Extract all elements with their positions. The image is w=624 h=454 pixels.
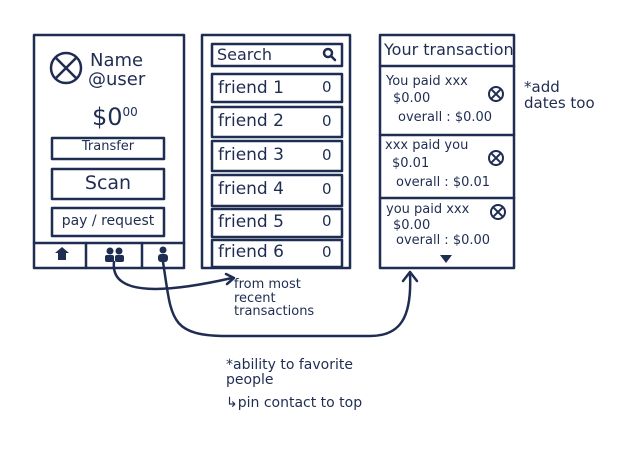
balance: $000 (92, 103, 138, 131)
scan-button[interactable]: Scan (84, 172, 132, 194)
friend-item-4[interactable]: friend 4 (218, 179, 284, 199)
friend-count-1: 0 (322, 78, 332, 96)
search-box (210, 42, 344, 68)
friend-item-2[interactable]: friend 2 (218, 111, 284, 131)
screen3-frame (378, 33, 516, 270)
friend-count-5: 0 (322, 212, 332, 230)
scroll-down-icon (440, 255, 452, 263)
avatar-circle (49, 51, 83, 85)
transaction-3-amount: $0.00 (393, 218, 431, 233)
transaction-2-line: xxx paid you (385, 138, 469, 153)
user-handle: @user (88, 69, 146, 90)
friend-count-4: 0 (322, 180, 332, 198)
transaction-2-amount: $0.01 (392, 156, 430, 171)
transaction-title: Your transaction (384, 40, 514, 59)
friend-item-5[interactable]: friend 5 (218, 212, 284, 232)
screen1-frame (32, 33, 186, 270)
home-icon (55, 247, 69, 253)
nav-friends-button[interactable] (88, 245, 140, 267)
transfer-button-box (50, 136, 166, 161)
note-pin-contact: ↳pin contact to top (226, 395, 363, 411)
cancel-icon[interactable] (488, 86, 504, 102)
friend-item-6[interactable]: friend 6 (218, 242, 284, 262)
friend-count-2: 0 (322, 112, 332, 130)
transaction-3-overall: overall : $0.00 (396, 233, 491, 248)
note-add-dates: *add dates too (524, 78, 595, 112)
pay-request-button[interactable]: pay / request (61, 213, 155, 229)
transaction-3-line: you paid xxx (386, 202, 470, 217)
transfer-button[interactable]: Transfer (81, 139, 135, 154)
friends-icon (106, 247, 114, 255)
note-from-recent: from most recent transactions (234, 277, 315, 320)
nav-profile-button[interactable] (144, 245, 182, 267)
arrow-to-screen2 (112, 260, 234, 291)
friend-count-3: 0 (322, 146, 332, 164)
cancel-icon[interactable] (490, 204, 506, 220)
nav-home-button[interactable] (36, 245, 84, 267)
friend-item-3[interactable]: friend 3 (218, 145, 284, 165)
cancel-icon[interactable] (488, 150, 504, 166)
transaction-2-overall: overall : $0.01 (396, 175, 491, 190)
arrow-to-screen3 (161, 260, 412, 338)
transaction-1-line: You paid xxx (386, 74, 468, 89)
search-input[interactable]: Search (217, 45, 272, 64)
note-favorite: *ability to favorite people (226, 357, 353, 388)
transaction-1-overall: overall : $0.00 (398, 110, 493, 125)
friend-item-1[interactable]: friend 1 (218, 78, 284, 98)
pay-request-button-box (50, 206, 166, 238)
user-name: Name (90, 50, 144, 71)
scan-button-box (50, 167, 166, 201)
transaction-1-amount: $0.00 (393, 91, 431, 106)
profile-icon (159, 246, 167, 254)
friend-count-6: 0 (322, 243, 332, 261)
